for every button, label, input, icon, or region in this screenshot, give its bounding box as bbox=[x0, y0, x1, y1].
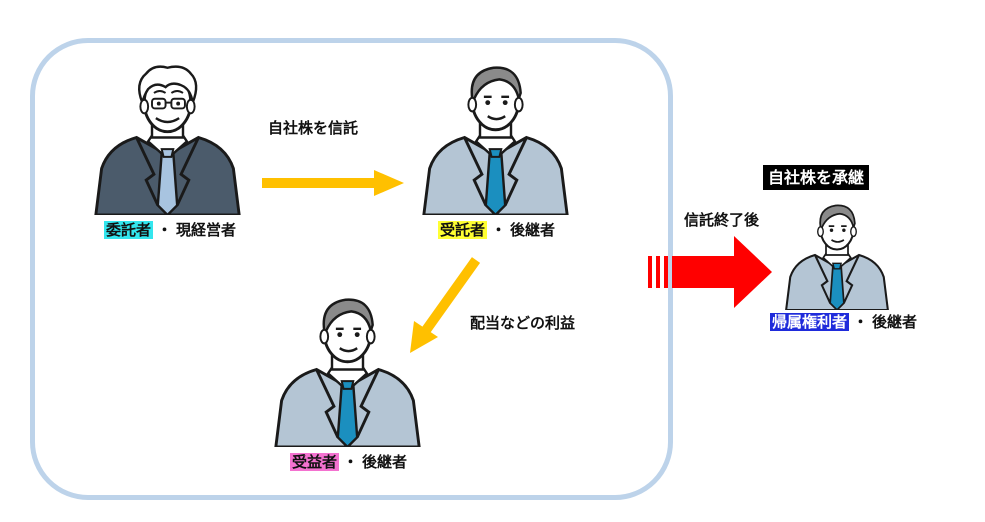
businessman-icon bbox=[782, 200, 892, 310]
trustor-label: 委託者・現経営者 bbox=[104, 220, 236, 240]
trustor-separator: ・ bbox=[157, 221, 173, 239]
beneficiary-desc: 後継者 bbox=[362, 453, 408, 471]
remainder-role: 帰属権利者 bbox=[770, 313, 850, 331]
remainder-label: 帰属権利者・後継者 bbox=[770, 312, 917, 332]
trustee-desc: 後継者 bbox=[510, 221, 556, 239]
trust-boundary-frame bbox=[30, 38, 673, 500]
trustor-desc: 現経営者 bbox=[176, 221, 237, 239]
benefit-label: 配当などの利益 bbox=[470, 314, 576, 332]
termination-arrow bbox=[648, 236, 772, 308]
transfer-label: 自社株を信託 bbox=[268, 119, 359, 137]
elderly-businessman-icon bbox=[90, 60, 245, 215]
remainder-desc: 後継者 bbox=[872, 313, 918, 331]
inherit-title-box: 自社株を承継 bbox=[763, 165, 870, 190]
trustee-label: 受託者・後継者 bbox=[438, 220, 555, 240]
beneficiary-separator: ・ bbox=[343, 453, 359, 471]
beneficiary-role: 受益者 bbox=[290, 453, 340, 471]
businessman-icon bbox=[418, 60, 573, 215]
trustee-separator: ・ bbox=[491, 221, 507, 239]
transfer-arrow bbox=[262, 170, 404, 196]
termination-label: 信託終了後 bbox=[684, 211, 760, 229]
remainder-separator: ・ bbox=[853, 313, 869, 331]
trustor-role: 委託者 bbox=[104, 221, 154, 239]
beneficiary-label: 受益者・後継者 bbox=[290, 452, 407, 472]
benefit-arrow bbox=[410, 257, 481, 353]
trustee-role: 受託者 bbox=[438, 221, 488, 239]
businessman-icon bbox=[270, 292, 425, 447]
